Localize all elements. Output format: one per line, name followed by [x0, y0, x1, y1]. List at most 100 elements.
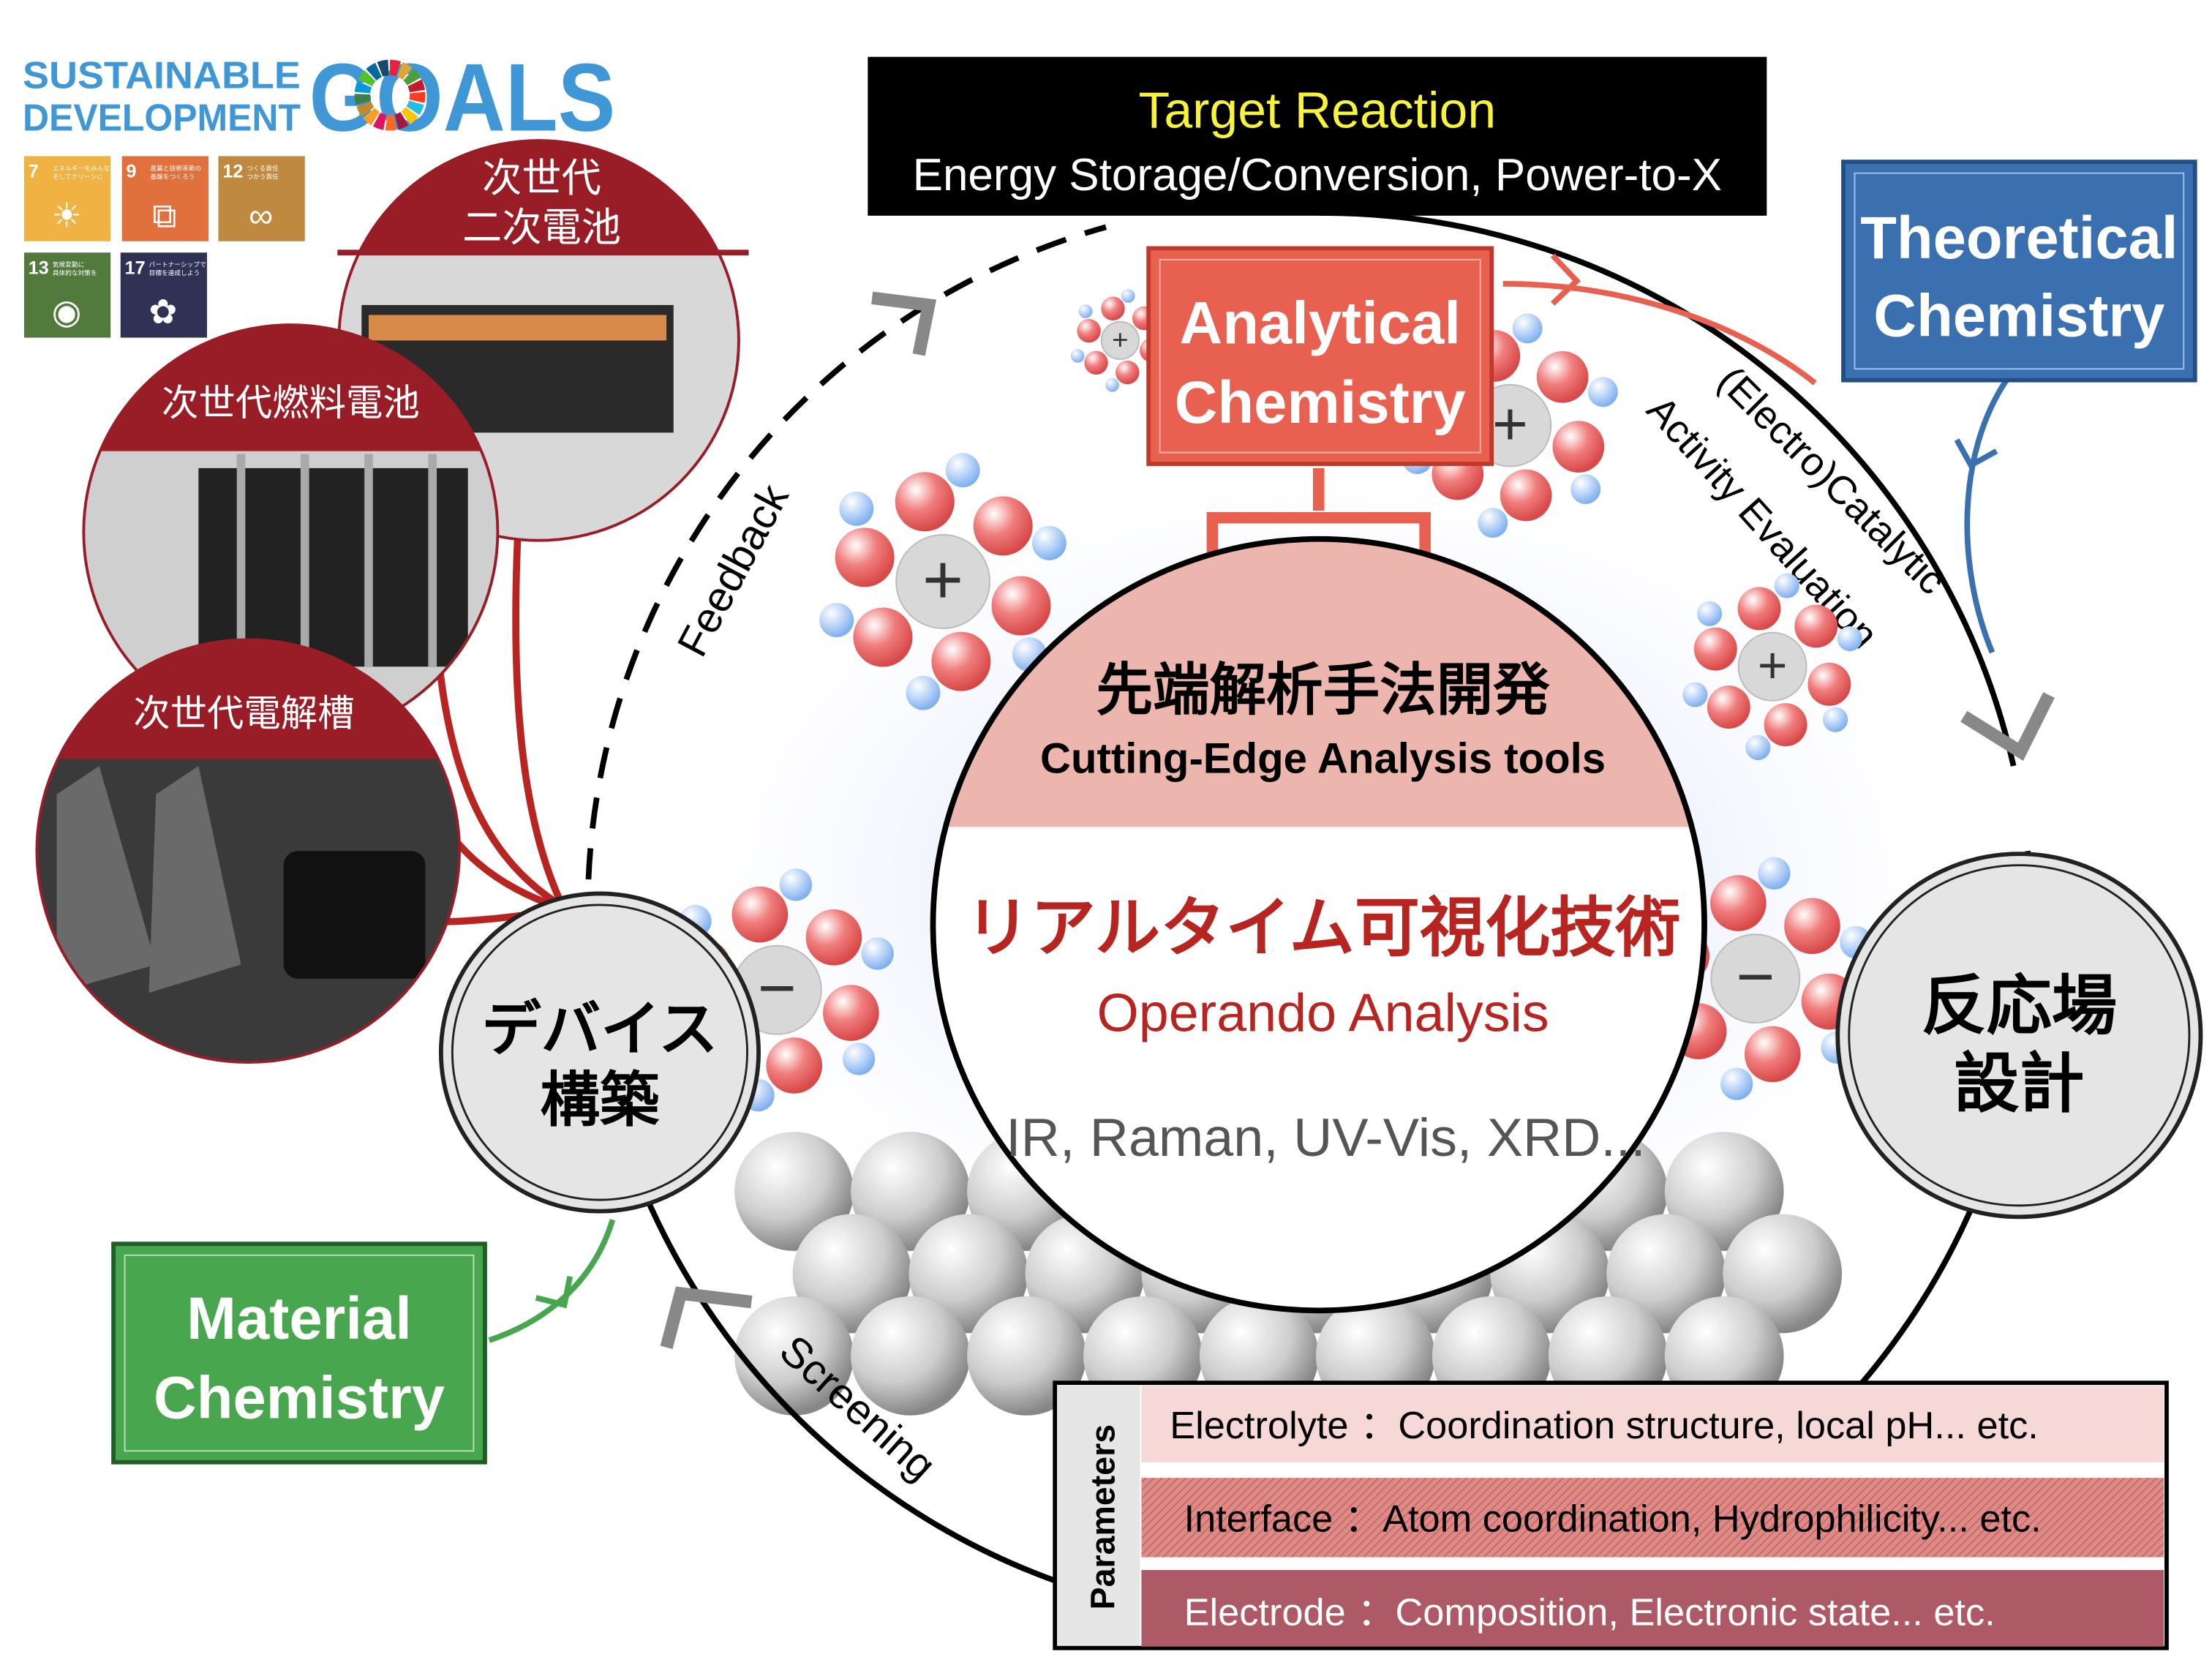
reaction-field-design-node: 反応場 設計 — [1835, 852, 2203, 1220]
sdg-wheel-segment — [407, 79, 426, 93]
target-reaction-box: Target Reaction Energy Storage/Conversio… — [868, 56, 1767, 216]
sdg-wheel-icon — [354, 59, 426, 131]
device-node-line1: デバイス — [481, 995, 718, 1064]
sdg-goal-label: つくる責任 — [247, 164, 279, 173]
plus-sign: + — [1758, 636, 1788, 694]
analytical-chemistry-box: Analytical Chemistry — [1146, 246, 1494, 554]
sdg-line1: SUSTAINABLE — [23, 54, 301, 97]
minus-sign: − — [758, 951, 797, 1025]
target-subtitle: Energy Storage/Conversion, Power-to-X — [913, 150, 1722, 200]
sdg-goal-glyph-icon: ⧉ — [152, 196, 176, 234]
sdg-goal-label: エネルギーをみんなに — [53, 165, 116, 173]
theoretical-line1: Theoretical — [1860, 205, 2178, 271]
sdg-wheel-segment — [354, 94, 371, 105]
sdg-goal-number: 17 — [125, 258, 146, 278]
sdg-wheel-segment — [409, 91, 426, 103]
sdg-goal-number: 13 — [29, 258, 49, 278]
target-title: Target Reaction — [1139, 82, 1497, 139]
center-main-jp: リアルタイム可視化技術 — [966, 890, 1681, 966]
sdg-goal-number: 9 — [127, 161, 137, 181]
plus-sign: + — [1112, 324, 1128, 356]
sdg-wheel-segment — [394, 112, 409, 130]
parameters-label: Parameters — [1084, 1424, 1122, 1609]
arrowhead-icon — [535, 1276, 573, 1309]
sdg-wheel-segment — [406, 100, 424, 116]
sdg-wheel-segment — [403, 69, 421, 86]
cation-cluster: + — [819, 453, 1066, 710]
sdg-goal-number: 12 — [222, 161, 243, 181]
param-row: Interface：Atom coordination, Hydrophilic… — [1184, 1498, 2042, 1541]
device-node-line2: 構築 — [541, 1066, 660, 1135]
lattice-sphere — [734, 1132, 854, 1251]
lattice-sphere — [851, 1132, 970, 1251]
sdg-goal-label: 具体的な対策を — [53, 268, 97, 277]
electrolyzer-label: 次世代電解槽 — [133, 692, 354, 735]
material-chemistry-box: Material Chemistry — [111, 1219, 616, 1465]
sdg-wheel-segment — [401, 107, 418, 124]
sdg-wheel-segment — [363, 108, 380, 126]
battery-label-line1: 次世代 — [482, 155, 601, 201]
sdg-goal-glyph-icon: ∞ — [249, 196, 273, 234]
reaction-node-line1: 反応場 — [1922, 969, 2117, 1045]
sdg-goal-glyph-icon: ◉ — [52, 293, 82, 331]
lattice-sphere — [908, 1214, 1028, 1334]
theoretical-chemistry-box: Theoretical Chemistry — [1841, 159, 2197, 654]
arrowhead-icon — [871, 291, 937, 356]
lattice-sphere — [792, 1214, 912, 1334]
arrowhead-icon — [1960, 692, 2055, 762]
center-main-en: Operando Analysis — [1096, 982, 1549, 1042]
cycle-arc-screening — [635, 1176, 1079, 1591]
analytical-line2: Chemistry — [1175, 369, 1466, 436]
cycle-arc-right — [1318, 210, 2017, 767]
analytical-arc — [1502, 281, 1817, 386]
sdg-wheel-segment — [396, 61, 413, 80]
electrode-row — [1141, 1570, 2164, 1647]
electrolyte-row — [1141, 1386, 2164, 1462]
arrowhead-icon — [660, 1286, 753, 1349]
param-row: Electrolyte：Coordination structure, loca… — [1170, 1405, 2039, 1447]
sdg-wheel-segment — [356, 101, 375, 117]
param-row: Electrode：Composition, Electronic state.… — [1184, 1592, 1995, 1634]
analytical-line1: Analytical — [1179, 290, 1461, 356]
plus-sign: + — [922, 541, 963, 619]
electrolyzer-circle: 次世代電解槽 — [35, 638, 461, 1064]
sdg-goal-label: パートナーシップで — [149, 261, 207, 269]
sdg-goal-glyph-icon: ✿ — [148, 293, 177, 331]
sdg-goal-number: 7 — [29, 161, 39, 181]
fuel-cell-label: 次世代燃料電池 — [162, 381, 420, 424]
sdg-goal-label: そしてクリーンに — [53, 173, 103, 181]
sdg-wheel-segment — [390, 59, 402, 77]
sdg-logo: SUSTAINABLE DEVELOPMENT GOALS — [23, 44, 615, 151]
sdg-wheel-segment — [366, 62, 382, 81]
plus-sign: + — [1492, 389, 1528, 458]
arrowhead-icon — [1954, 438, 1998, 470]
material-line2: Chemistry — [154, 1365, 445, 1432]
sdg-wheel-segment — [377, 59, 389, 77]
center-top-en: Cutting-Edge Analysis tools — [1040, 735, 1606, 783]
center-top-jp: 先端解析手法開発 — [1096, 657, 1551, 723]
reaction-node-line2: 設計 — [1954, 1046, 2084, 1122]
battery-label-line2: 二次電池 — [462, 205, 621, 251]
sdg-wheel-segment — [385, 114, 396, 131]
center-methods: IR, Raman, UV-Vis, XRD... — [1006, 1107, 1646, 1168]
lattice-sphere — [1664, 1132, 1784, 1251]
minus-sign: − — [1736, 940, 1775, 1014]
sdg-goal-label: 気候変動に — [53, 260, 85, 269]
cation-cluster: + — [1682, 573, 1862, 761]
sdg-line2: DEVELOPMENT — [23, 97, 301, 140]
interface-row — [1141, 1478, 2164, 1558]
parameters-table: Parameters Electrolyte：Coordination stru… — [1053, 1380, 2169, 1650]
sdg-goal-label: つかう責任 — [247, 172, 279, 181]
lattice-sphere — [1723, 1214, 1843, 1334]
sdg-goal-glyph-icon: ☀ — [51, 196, 82, 234]
sdg-goal-label: 産業と技術革新の — [150, 164, 201, 173]
lattice-sphere — [1606, 1214, 1726, 1334]
arrowhead-icon — [1550, 253, 1581, 306]
device-construction-node: デバイス 構築 — [438, 891, 761, 1214]
